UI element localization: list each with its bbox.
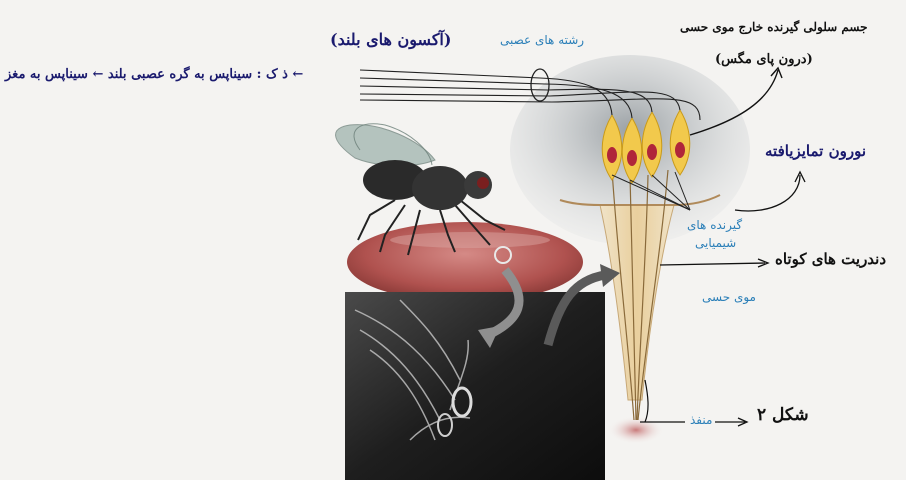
note-brain-path: ← ذ ک : سیناپس به گره عصبی بلند ← سیناپس… bbox=[5, 67, 303, 82]
nucleus bbox=[647, 144, 657, 160]
note-cell-body-1: جسم سلولی گیرنده خارج موی حسی bbox=[680, 20, 868, 34]
pointer-dendrites bbox=[660, 263, 765, 265]
note-cell-body-2: (درون پای مگس) bbox=[715, 52, 813, 67]
note-figure-number: شکل ۲ bbox=[757, 405, 809, 425]
nucleus bbox=[627, 150, 637, 166]
note-differentiated-neuron: نورون تمایزیافته bbox=[765, 142, 866, 160]
note-long-axons: (آکسون های بلند) bbox=[330, 30, 451, 49]
label-pore: منفذ bbox=[690, 413, 712, 427]
electron-micrograph bbox=[345, 292, 605, 480]
label-nerve-fibers: رشته های عصبی bbox=[500, 33, 584, 47]
nucleus bbox=[675, 142, 685, 158]
pointer-neuron bbox=[735, 175, 800, 211]
sensory-hair-shape bbox=[600, 205, 674, 400]
label-chemoreceptors-2: شیمیایی bbox=[695, 236, 736, 250]
nucleus bbox=[607, 147, 617, 163]
label-sensory-hair: موی حسی bbox=[702, 290, 756, 304]
pore-glow bbox=[608, 416, 664, 444]
note-short-dendrites: دندریت های کوتاه bbox=[775, 250, 886, 268]
label-chemoreceptors-1: گیرنده های bbox=[687, 218, 742, 232]
